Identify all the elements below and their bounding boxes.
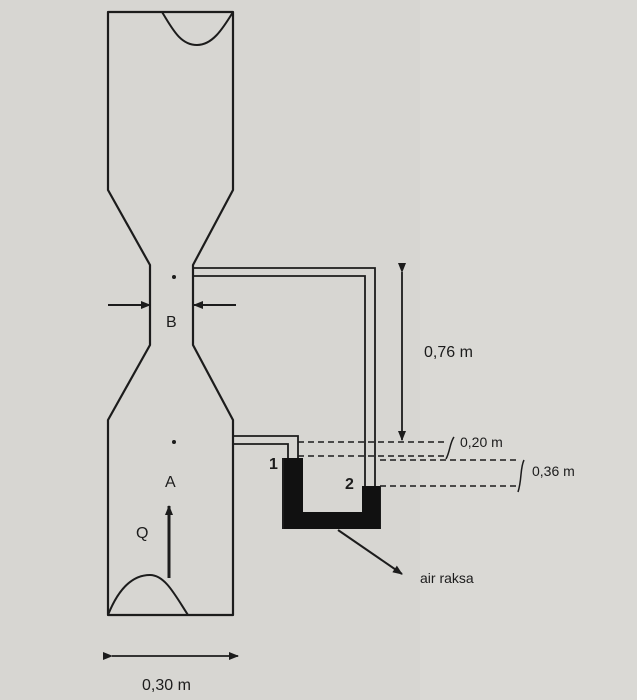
- mercury-leader: [337, 529, 403, 575]
- label-point-a: A: [165, 474, 176, 491]
- label-tap-1: 1: [269, 456, 278, 473]
- label-flow-q: Q: [136, 525, 148, 542]
- manometer-u-tube: [282, 458, 381, 529]
- tube-from-section-a: [233, 435, 299, 458]
- mercury-right-column: [362, 486, 380, 528]
- label-tap-2: 2: [345, 476, 354, 493]
- mercury-bottom: [284, 512, 380, 529]
- label-height-036: 0,36 m: [532, 463, 575, 479]
- venturi-pipe: [106, 10, 235, 617]
- dimension-020-mark: [445, 436, 455, 460]
- label-diameter: 0,30 m: [142, 677, 191, 694]
- pipe-bottom-break: [107, 573, 189, 616]
- tube-from-throat: [193, 267, 376, 488]
- label-point-b: B: [166, 314, 177, 331]
- label-mercury: air raksa: [420, 570, 474, 586]
- label-height-020: 0,20 m: [460, 434, 503, 450]
- label-height-076: 0,76 m: [424, 344, 473, 361]
- pipe-top-break: [161, 11, 234, 47]
- mercury-left-column: [284, 458, 303, 528]
- point-b-dot: [172, 275, 176, 279]
- dimension-036-mark: [517, 459, 525, 493]
- point-a-dot: [172, 440, 176, 444]
- reference-dashes: [298, 441, 520, 487]
- paper-highlight: [420, 0, 637, 700]
